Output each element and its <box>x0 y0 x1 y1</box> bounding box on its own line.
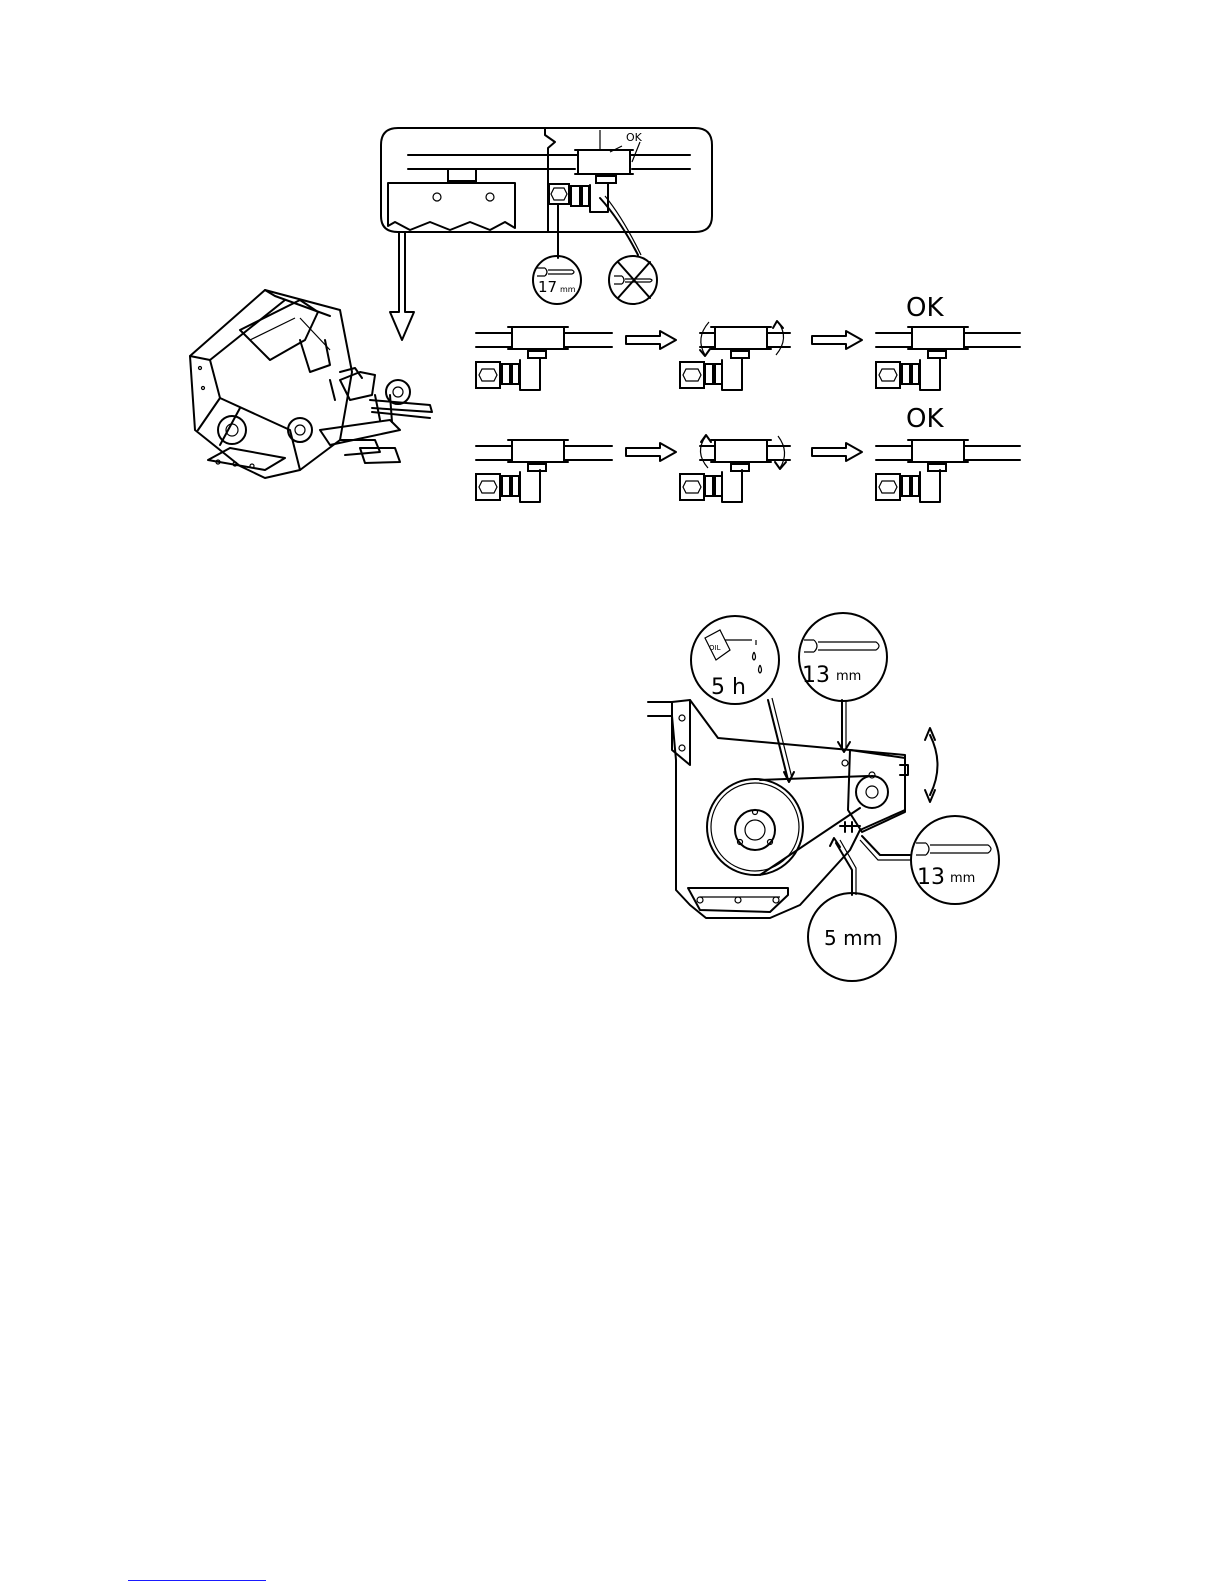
row1-stage2 <box>680 321 790 390</box>
wrench-13-top-size: 13 <box>802 663 830 688</box>
wrench-13-side-size: 13 <box>917 865 945 890</box>
wrench-13-side-unit: mm <box>950 871 975 886</box>
wrench-17mm-callout: 17 mm <box>533 256 581 304</box>
row1-stage1 <box>476 327 612 390</box>
wrench-13mm-top-callout: 13 mm <box>799 613 887 701</box>
adjust-row-1: OK <box>476 293 1020 390</box>
row1-stage3: OK <box>876 293 1020 390</box>
wrench-17-size: 17 <box>538 278 557 296</box>
wrench-crossed-icon <box>614 262 652 298</box>
oil-can-icon: OIL <box>705 630 756 660</box>
row2-stage1 <box>476 440 612 502</box>
wrench-17-unit: mm <box>560 285 576 294</box>
side-view <box>648 698 938 918</box>
machine-isometric <box>190 290 432 478</box>
lube-callout: OIL 5 h <box>691 616 779 704</box>
row1-arrow-1 <box>626 331 676 349</box>
wrench-icon <box>804 640 879 652</box>
row2-ok-label: OK <box>906 404 944 434</box>
wrench-icon <box>916 843 991 855</box>
row2-stage3: OK <box>876 404 1020 502</box>
wrench-13mm-side-callout: 13 mm <box>911 816 999 904</box>
zoom-arrow <box>390 232 414 340</box>
row1-arrow-2 <box>812 331 862 349</box>
footer-rule <box>128 1580 266 1581</box>
row2-arrow-1 <box>626 443 676 461</box>
oil-can-label: OIL <box>709 644 721 652</box>
do-not-loosen-callout <box>609 256 657 304</box>
row1-ok-label: OK <box>906 293 944 323</box>
adjust-row-2: OK <box>476 404 1020 502</box>
panel-ok-label: OK <box>626 131 643 144</box>
belt-gap-label: 5 mm <box>824 926 882 950</box>
detail-panel: OK <box>381 128 712 258</box>
belt-gap-callout: 5 mm <box>808 893 896 981</box>
row2-stage2 <box>680 435 790 502</box>
row2-arrow-2 <box>812 443 862 461</box>
oil-drops-icon <box>753 652 762 673</box>
wrench-13-top-unit: mm <box>836 669 861 684</box>
wrench-icon <box>537 268 574 276</box>
lube-interval: 5 h <box>711 675 746 700</box>
